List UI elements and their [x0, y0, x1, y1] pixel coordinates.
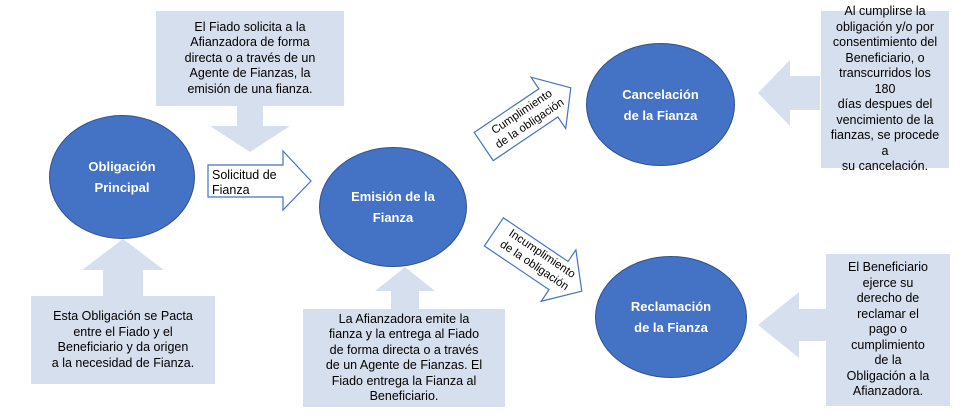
- note-solicitud-fiado-text: El Fiado solicita a la Afianzadora de fo…: [184, 19, 316, 96]
- note-beneficiario-ejerce-text: El Beneficiario ejerce su derecho de rec…: [846, 260, 930, 399]
- note-afianzadora-emite-text: La Afianzadora emite la fianza y la entr…: [325, 311, 483, 404]
- node-obligacion-principal: Obligación Principal: [49, 115, 195, 239]
- note-cancelacion-text: Al cumplirse la obligación y/o por conse…: [830, 4, 940, 174]
- arrow-up-obligacion: [82, 239, 164, 296]
- arrow-down-solicitud: [210, 106, 290, 152]
- arrow-incumplimiento-outline: [483, 216, 583, 303]
- node-emision-fianza: Emisión de la Fianza: [319, 147, 467, 267]
- arrow-solicitud-outline: [207, 149, 312, 212]
- node-cancelacion-fianza: Cancelación de la Fianza: [586, 43, 735, 166]
- node-reclamacion-label: Reclamación de la Fianza: [630, 299, 712, 335]
- label-solicitud-fianza: Solicitud de Fianza: [212, 168, 277, 197]
- arrow-up-emision: [375, 267, 435, 309]
- note-afianzadora-emite: La Afianzadora emite la fianza y la entr…: [303, 309, 505, 407]
- arrow-left-cancelacion: [758, 60, 820, 126]
- node-cancelacion-label: Cancelación de la Fianza: [622, 86, 699, 123]
- node-emision-label: Emisión de la Fianza: [351, 189, 435, 225]
- note-obligacion-pacta-text: Esta Obligación se Pacta entre el Fiado …: [51, 309, 195, 370]
- note-cancelacion: Al cumplirse la obligación y/o por conse…: [821, 4, 949, 173]
- note-solicitud-fiado: El Fiado solicita a la Afianzadora de fo…: [156, 11, 344, 106]
- note-obligacion-pacta: Esta Obligación se Pacta entre el Fiado …: [31, 296, 215, 384]
- arrow-cumplimiento-outline: [473, 76, 572, 162]
- node-reclamacion-fianza: Reclamación de la Fianza: [595, 256, 747, 378]
- node-obligacion-label: Obligación Principal: [88, 159, 156, 195]
- note-beneficiario-ejerce: El Beneficiario ejerce su derecho de rec…: [826, 254, 950, 406]
- arrow-left-reclamacion: [758, 292, 826, 358]
